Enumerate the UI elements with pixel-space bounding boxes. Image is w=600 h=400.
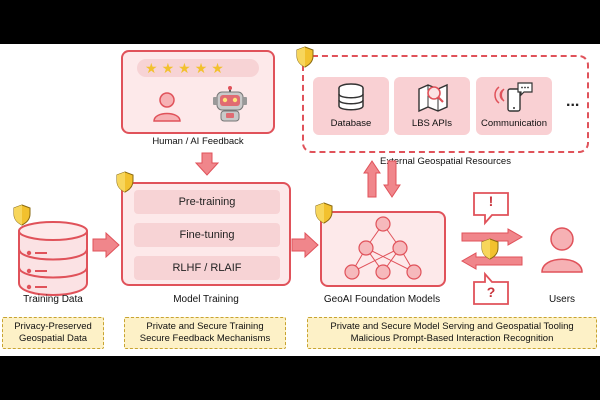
arrow-model-to-resources — [363, 160, 381, 198]
star-icon: ★ — [161, 60, 179, 76]
arrow-resources-to-model — [383, 160, 401, 198]
star-icon: ★ — [211, 60, 228, 76]
note-training: Private and Secure Training Secure Feedb… — [124, 317, 286, 349]
step-pre-training: Pre-training — [134, 190, 280, 214]
arrow-model-to-users — [461, 228, 524, 246]
map-search-icon — [418, 83, 448, 113]
person-icon — [153, 92, 181, 122]
star-icon: ★ — [194, 60, 212, 76]
shield-icon — [481, 238, 499, 260]
star-icon: ★ — [178, 60, 195, 76]
neural-network-icon — [344, 216, 422, 280]
feedback-box: ★★★★★ — [121, 50, 275, 134]
arrow-training-to-model — [291, 231, 319, 259]
arrow-data-to-training — [92, 231, 120, 259]
resource-label-communication: Communication — [481, 118, 547, 129]
feedback-label: Human / AI Feedback — [152, 136, 244, 147]
training-box: Pre-training Fine-tuning RLHF / RLAIF — [121, 182, 291, 286]
arrow-feedback-to-training — [194, 152, 220, 176]
diagram-canvas: ★★★★★ Human / AI Feedback — [0, 44, 600, 356]
model-label: GeoAI Foundation Models — [323, 294, 441, 305]
note-privacy: Privacy-Preserved Geospatial Data — [2, 317, 104, 349]
star-icon: ★ — [145, 60, 162, 76]
step-rlhf: RLHF / RLAIF — [134, 256, 280, 280]
resource-label-database: Database — [330, 118, 372, 129]
database-icon — [338, 83, 364, 111]
model-box — [320, 211, 446, 287]
training-data-label: Training Data — [23, 294, 83, 305]
note-serving: Private and Secure Model Serving and Geo… — [307, 317, 597, 349]
exclamation-bubble-icon — [473, 192, 509, 226]
resource-card-communication: Communication — [476, 77, 552, 135]
question-bubble-icon — [473, 271, 509, 305]
bubble-exclamation-text: ! — [488, 193, 494, 209]
more-resources: ... — [566, 93, 580, 110]
step-fine-tuning: Fine-tuning — [134, 223, 280, 247]
bubble-question-text: ? — [486, 284, 496, 300]
shield-icon — [13, 204, 31, 226]
resource-card-database: Database — [313, 77, 389, 135]
training-data-icon — [18, 221, 88, 296]
user-icon — [541, 227, 583, 273]
phone-signal-icon — [494, 82, 533, 112]
shield-icon — [116, 171, 134, 193]
shield-icon — [315, 202, 333, 224]
arrow-users-to-model — [460, 252, 523, 270]
shield-icon — [296, 46, 314, 68]
training-label: Model Training — [173, 294, 239, 305]
users-label: Users — [548, 294, 576, 305]
stars-bar: ★★★★★ — [137, 59, 259, 77]
resource-card-lbs: LBS APIs — [394, 77, 470, 135]
resources-box: Database LBS APIs Communication — [302, 55, 589, 153]
resources-label: External Geospatial Resources — [380, 156, 511, 167]
robot-icon — [213, 86, 247, 122]
resource-label-lbs: LBS APIs — [411, 118, 453, 129]
